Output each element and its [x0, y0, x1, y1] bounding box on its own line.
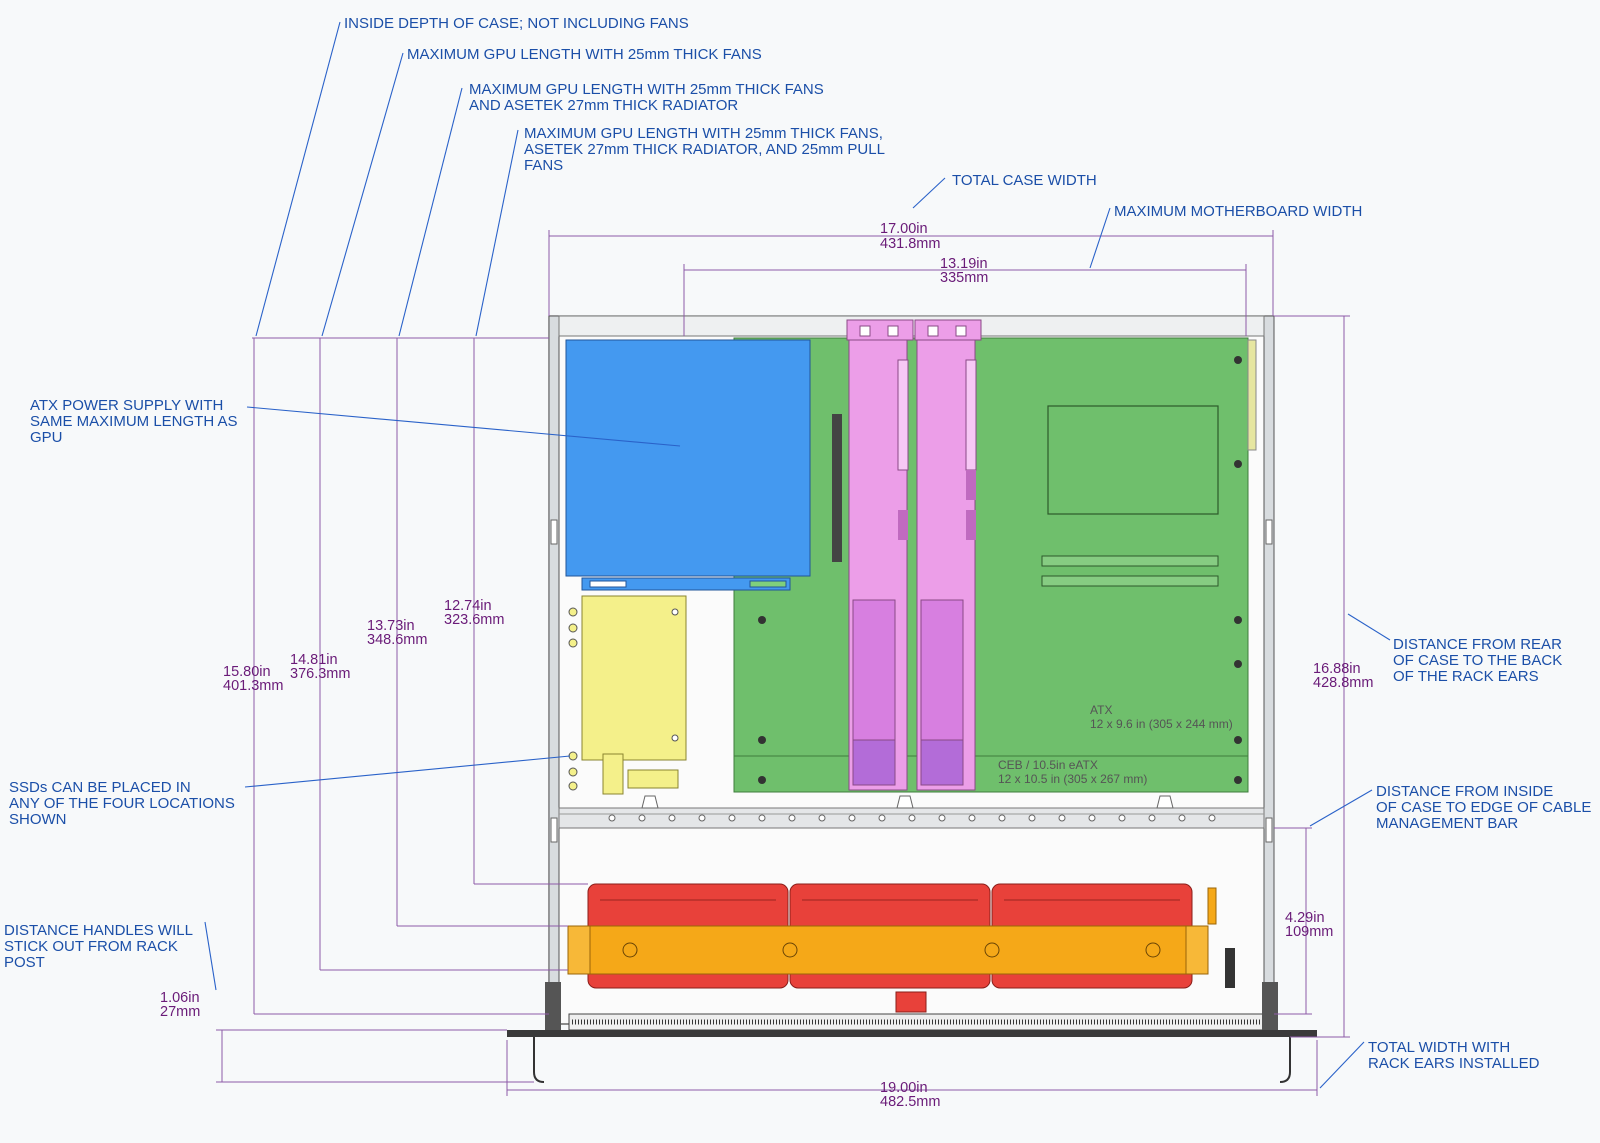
- motherboard: [733, 337, 1257, 793]
- front-panel: [507, 982, 1317, 1083]
- ceb-size-label: 12 x 10.5 in (305 x 267 mm): [998, 772, 1147, 786]
- dim-16-88-mm: 428.8mm: [1313, 675, 1373, 691]
- dim-handles-mm: 27mm: [160, 1004, 200, 1020]
- callout-atx-psu-line-2: SAME MAXIMUM LENGTH AS: [30, 413, 238, 430]
- callout-cable-bar-line-3: MANAGEMENT BAR: [1376, 815, 1518, 832]
- callout-rear-to-ears-line-1: DISTANCE FROM REAR: [1393, 636, 1562, 653]
- callout-gpu-radiator-line-1: MAXIMUM GPU LENGTH WITH 25mm THICK FANS: [469, 81, 824, 98]
- dim-case-width-in: 17.00in: [880, 221, 928, 237]
- dim-mb-width-in: 13.19in: [940, 256, 988, 272]
- leader-lines: [204, 21, 1391, 1089]
- dim-14-81-in: 14.81in: [290, 652, 338, 668]
- dim-13-73-mm: 348.6mm: [367, 632, 427, 648]
- dim-13-73-in: 13.73in: [367, 618, 415, 634]
- callout-atx-psu-line-1: ATX POWER SUPPLY WITH: [30, 397, 223, 414]
- callout-gpu-pull-fans-line-2: ASETEK 27mm THICK RADIATOR, AND 25mm PUL…: [524, 141, 885, 158]
- callout-rear-to-ears-line-2: OF CASE TO THE BACK: [1393, 652, 1562, 669]
- callout-inside-depth: INSIDE DEPTH OF CASE; NOT INCLUDING FANS: [344, 15, 689, 32]
- dim-total-width-mm: 482.5mm: [880, 1094, 940, 1110]
- atx-title-label: ATX: [1090, 703, 1112, 717]
- atx-size-label: 12 x 9.6 in (305 x 244 mm): [1090, 717, 1233, 731]
- ceb-title-label: CEB / 10.5in eATX: [998, 758, 1098, 772]
- callout-total-case-width: TOTAL CASE WIDTH: [952, 172, 1097, 189]
- radiator: [567, 887, 1235, 988]
- callout-ssd-line-3: SHOWN: [9, 811, 67, 828]
- dim-12-74-mm: 323.6mm: [444, 612, 504, 628]
- callout-gpu-radiator-line-2: AND ASETEK 27mm THICK RADIATOR: [469, 97, 738, 114]
- callout-gpu-25mm-fans: MAXIMUM GPU LENGTH WITH 25mm THICK FANS: [407, 46, 762, 63]
- dim-total-width-in: 19.00in: [880, 1080, 928, 1096]
- callout-gpu-pull-fans-line-3: FANS: [524, 157, 563, 174]
- gpu-card-2: [914, 319, 982, 791]
- dim-12-74-in: 12.74in: [444, 598, 492, 614]
- callout-atx-psu-line-3: GPU: [30, 429, 63, 446]
- callout-cable-bar-line-2: OF CASE TO EDGE OF CABLE: [1376, 799, 1591, 816]
- atx-power-supply: [565, 339, 811, 591]
- callout-gpu-pull-fans-line-1: MAXIMUM GPU LENGTH WITH 25mm THICK FANS,: [524, 125, 883, 142]
- callout-handles-line-3: POST: [4, 954, 45, 971]
- callout-total-width-line-1: TOTAL WIDTH WITH: [1368, 1039, 1510, 1056]
- dim-14-81-mm: 376.3mm: [290, 666, 350, 682]
- callout-handles-line-2: STICK OUT FROM RACK: [4, 938, 178, 955]
- dim-cable-bar-in: 4.29in: [1285, 910, 1325, 926]
- dim-15-80-in: 15.80in: [223, 664, 271, 680]
- gpu-card-1: [846, 319, 914, 791]
- callout-ssd-line-2: ANY OF THE FOUR LOCATIONS: [9, 795, 235, 812]
- dimension-lines: [216, 230, 1350, 1096]
- callout-handles-line-1: DISTANCE HANDLES WILL: [4, 922, 193, 939]
- dim-mb-width-mm: 335mm: [940, 270, 988, 286]
- dim-case-width-mm: 431.8mm: [880, 236, 940, 252]
- dim-16-88-in: 16.88in: [1313, 661, 1361, 677]
- callout-cable-bar-line-1: DISTANCE FROM INSIDE: [1376, 783, 1553, 800]
- callout-max-motherboard-width: MAXIMUM MOTHERBOARD WIDTH: [1114, 203, 1362, 220]
- dim-15-80-mm: 401.3mm: [223, 678, 283, 694]
- callout-rear-to-ears-line-3: OF THE RACK EARS: [1393, 668, 1539, 685]
- callout-total-width-line-2: RACK EARS INSTALLED: [1368, 1055, 1540, 1072]
- callout-ssd-line-1: SSDs CAN BE PLACED IN: [9, 779, 191, 796]
- dim-cable-bar-mm: 109mm: [1285, 924, 1333, 940]
- ssd-bracket: [568, 595, 687, 795]
- cable-management-bar: [558, 795, 1265, 829]
- dim-handles-in: 1.06in: [160, 990, 200, 1006]
